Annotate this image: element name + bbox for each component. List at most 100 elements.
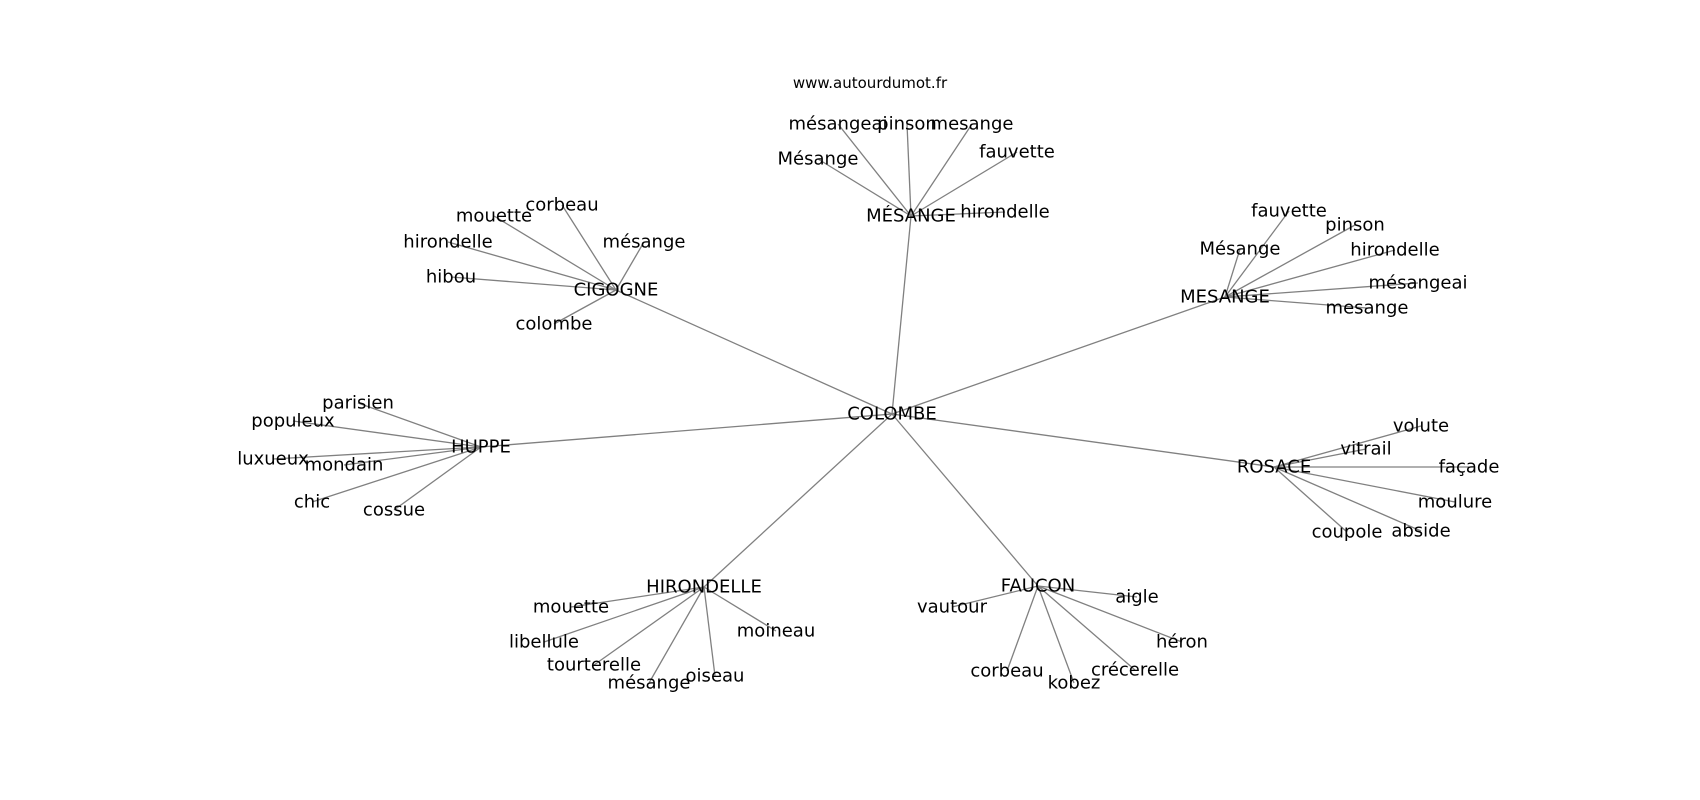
node-faucon-leaf-2: héron [1156,632,1208,653]
node-faucon-leaf-3: corbeau [970,661,1043,682]
edge-cigogne-leaf-5 [553,289,617,325]
node-mesange-accent-leaf-5: hirondelle [960,202,1049,223]
node-rosace-leaf-5: abside [1391,521,1450,542]
node-hub-cigogne: CIGOGNE [574,280,659,301]
edge-cigogne-leaf-4 [450,276,617,291]
node-mesange-accent-leaf-2: mesange [931,114,1014,135]
edge-faucon-leaf-4 [1037,585,1075,684]
node-mesange-leaf-4: mésangeai [1369,273,1468,294]
node-cigogne-leaf-3: mésange [603,232,686,253]
edge-center-rosace [891,413,1275,468]
edge-huppe-leaf-4 [311,446,482,503]
node-hub-huppe: HUPPE [451,437,511,458]
node-cigogne-leaf-5: colombe [516,314,593,335]
edge-faucon-leaf-5 [1037,585,1136,671]
edge-cigogne-leaf-3 [615,241,645,291]
node-cigogne-leaf-0: corbeau [525,195,598,216]
edge-mesange-accent-leaf-2 [910,123,973,217]
edge-mesange-accent-leaf-4 [910,151,1018,217]
edge-mesange-leaf-5 [1224,296,1368,309]
node-hub-mesange-accent: MÉSANGE [866,205,956,227]
edge-hirondelle-leaf-5 [703,586,716,677]
edge-huppe-leaf-3 [343,446,482,466]
node-mesange-leaf-1: pinson [1325,215,1385,236]
edge-center-mesange-accent [891,215,912,415]
node-mesange-leaf-5: mesange [1326,298,1409,319]
edge-center-cigogne [615,289,893,415]
edge-cigogne-leaf-0 [561,204,617,291]
node-mesange-accent-leaf-3: Mésange [778,149,859,170]
edge-cigogne-leaf-2 [447,241,617,291]
node-cigogne-leaf-2: hirondelle [403,232,492,253]
node-rosace-leaf-1: vitrail [1340,439,1391,460]
node-hirondelle-leaf-4: mésange [608,673,691,694]
edge-mesange-accent-leaf-5 [910,211,1006,217]
node-huppe-leaf-2: luxueux [237,449,309,470]
node-hirondelle-leaf-3: tourterelle [547,655,641,676]
node-mesange-leaf-3: hirondelle [1350,240,1439,261]
edge-mesange-accent-leaf-0 [837,123,912,217]
node-cigogne-leaf-1: mouette [456,206,532,227]
node-hub-mesange: MESANGE [1180,287,1270,308]
node-hirondelle-leaf-5: oiseau [686,666,745,687]
node-rosace-leaf-4: coupole [1312,522,1383,543]
edge-cigogne-leaf-1 [493,215,617,291]
node-cigogne-leaf-4: hibou [426,267,476,288]
edge-huppe-leaf-2 [272,446,482,460]
edge-center-mesange [891,296,1226,415]
edge-faucon-leaf-1 [1037,585,1138,598]
node-faucon-leaf-1: aigle [1115,587,1159,608]
node-mesange-accent-leaf-4: fauvette [979,142,1055,163]
node-center-colombe: COLOMBE [847,404,937,425]
edge-faucon-leaf-3 [1006,585,1039,672]
node-hirondelle-leaf-1: moineau [737,621,815,642]
node-rosace-leaf-2: façade [1439,457,1500,478]
edge-huppe-leaf-0 [357,402,482,448]
node-mesange-accent-leaf-1: pinson [877,114,937,135]
node-rosace-leaf-0: volute [1393,416,1449,437]
node-faucon-leaf-5: crécerelle [1091,660,1179,681]
edge-hirondelle-leaf-1 [703,586,777,632]
edge-mesange-leaf-4 [1224,282,1419,298]
edge-rosace-leaf-1 [1273,448,1367,468]
node-mesange-accent-leaf-0: mésangeai [789,114,888,135]
edge-hirondelle-leaf-3 [593,586,705,666]
edge-faucon-leaf-2 [1037,585,1183,643]
graph-edges [272,123,1469,684]
node-faucon-leaf-0: vautour [917,597,988,618]
edge-mesange-leaf-1 [1224,224,1356,298]
node-mesange-leaf-2: Mésange [1200,239,1281,260]
node-hirondelle-leaf-2: libellule [509,632,579,653]
node-mesange-leaf-0: fauvette [1251,201,1327,222]
edge-rosace-leaf-0 [1273,425,1422,468]
edge-mesange-leaf-0 [1224,210,1290,298]
edge-center-huppe [480,413,893,448]
node-hirondelle-leaf-0: mouette [533,597,609,618]
edge-mesange-leaf-2 [1224,248,1241,298]
edge-mesange-accent-leaf-3 [817,158,912,217]
edge-huppe-leaf-5 [393,446,482,511]
watermark-text: www.autourdumot.fr [793,74,948,92]
node-huppe-leaf-1: populeux [251,411,335,432]
edge-mesange-leaf-3 [1224,249,1396,298]
edge-center-hirondelle [703,413,893,588]
edge-center-faucon [891,413,1039,587]
edge-rosace-leaf-3 [1273,466,1456,503]
node-huppe-leaf-0: parisien [322,393,394,414]
node-hub-rosace: ROSACE [1237,457,1311,478]
edge-hirondelle-leaf-4 [648,586,705,684]
node-rosace-leaf-3: moulure [1418,492,1492,513]
edge-hirondelle-leaf-2 [543,586,705,643]
edge-rosace-leaf-4 [1273,466,1348,533]
node-huppe-leaf-4: chic [294,492,330,513]
node-hub-hirondelle: HIRONDELLE [646,577,762,598]
node-faucon-leaf-4: kobez [1048,673,1101,694]
edge-huppe-leaf-1 [292,420,482,448]
edge-hirondelle-leaf-0 [570,586,705,608]
edge-mesange-accent-leaf-1 [906,123,912,217]
edge-faucon-leaf-0 [951,585,1039,608]
node-huppe-leaf-3: mondain [305,455,384,476]
node-hub-faucon: FAUCON [1001,576,1075,597]
